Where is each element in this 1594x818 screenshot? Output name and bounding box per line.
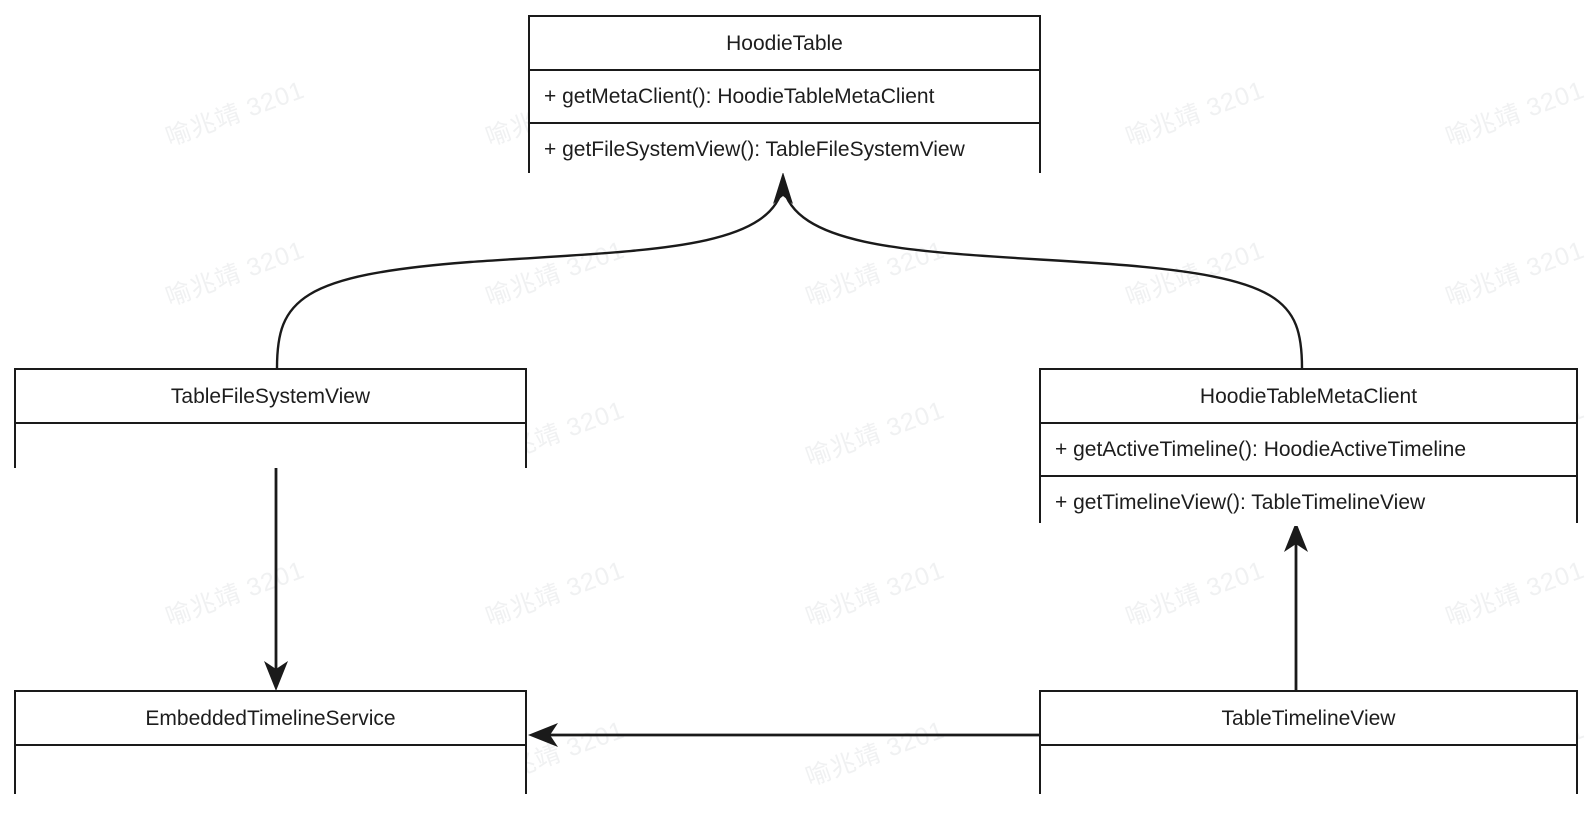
arrowhead-into-hoodietablemetaclient-bottom [1284, 522, 1308, 552]
class-member: + getFileSystemView(): TableFileSystemVi… [530, 122, 1039, 173]
class-member: + getActiveTimeline(): HoodieActiveTimel… [1055, 438, 1467, 461]
class-members-table-timeline-view [1041, 746, 1576, 797]
watermark-text: 喻兆靖 3201 [482, 555, 629, 632]
connector-hoodietablemetaclient-to-hoodietable [781, 185, 1304, 369]
watermark-text: 喻兆靖 3201 [162, 75, 309, 152]
watermark-text: 喻兆靖 3201 [1442, 75, 1589, 152]
arrowhead-into-embeddedtimelineservice-top [264, 661, 288, 691]
watermark-text: 喻兆靖 3201 [482, 235, 629, 312]
class-members-table-file-system-view [16, 424, 525, 468]
watermark-text: 喻兆靖 3201 [162, 235, 309, 312]
class-members-hoodie-table-meta-client: + getActiveTimeline(): HoodieActiveTimel… [1041, 424, 1576, 526]
class-member: + getMetaClient(): HoodieTableMetaClient [544, 85, 935, 108]
class-members-embedded-timeline-service [16, 746, 525, 797]
class-box-hoodie-table-meta-client[interactable]: HoodieTableMetaClient + getActiveTimelin… [1039, 368, 1578, 526]
arrowhead-into-embeddedtimelineservice-right [528, 723, 558, 747]
class-box-embedded-timeline-service[interactable]: EmbeddedTimelineService [14, 690, 527, 797]
watermark-text: 喻兆靖 3201 [1122, 75, 1269, 152]
arrowhead-into-hoodietable [773, 172, 793, 204]
class-box-table-file-system-view[interactable]: TableFileSystemView [14, 368, 527, 468]
class-name-table-file-system-view: TableFileSystemView [16, 370, 525, 424]
class-name-hoodie-table: HoodieTable [530, 17, 1039, 71]
class-box-table-timeline-view[interactable]: TableTimelineView [1039, 690, 1578, 797]
watermark-text: 喻兆靖 3201 [1442, 235, 1589, 312]
class-name-hoodie-table-meta-client: HoodieTableMetaClient [1041, 370, 1576, 424]
watermark-text: 喻兆靖 3201 [1122, 235, 1269, 312]
class-member: + getTimelineView(): TableTimelineView [1041, 475, 1576, 526]
watermark-text: 喻兆靖 3201 [802, 715, 949, 792]
watermark-text: 喻兆靖 3201 [162, 555, 309, 632]
class-name-embedded-timeline-service: EmbeddedTimelineService [16, 692, 525, 746]
class-box-hoodie-table[interactable]: HoodieTable + getMetaClient(): HoodieTab… [528, 15, 1041, 173]
watermark-text: 喻兆靖 3201 [1122, 555, 1269, 632]
class-name-table-timeline-view: TableTimelineView [1041, 692, 1576, 746]
watermark-text: 喻兆靖 3201 [802, 555, 949, 632]
class-members-hoodie-table: + getMetaClient(): HoodieTableMetaClient… [530, 71, 1039, 173]
watermark-text: 喻兆靖 3201 [1442, 555, 1589, 632]
connector-tablefilesystemview-to-hoodietable [275, 185, 785, 369]
watermark-text: 喻兆靖 3201 [802, 235, 949, 312]
watermark-text: 喻兆靖 3201 [802, 395, 949, 472]
